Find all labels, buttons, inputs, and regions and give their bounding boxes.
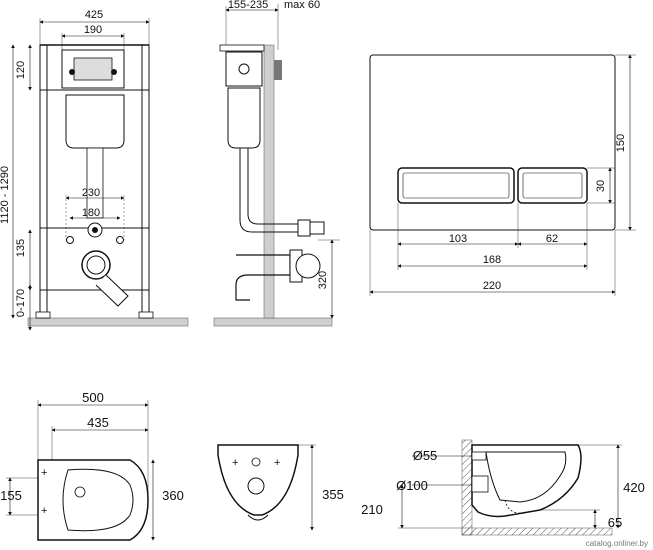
drain-pipe-side xyxy=(235,254,291,301)
dim-side-height: 420 xyxy=(623,480,645,495)
dim-max-depth: max 60 xyxy=(284,0,320,11)
dim-rim-offset: 65 xyxy=(608,515,622,530)
svg-text:+: + xyxy=(274,457,280,469)
floor-slab-side xyxy=(213,317,333,327)
dim-bolts-inner: 180 xyxy=(82,207,100,219)
toilet-outline-top xyxy=(37,459,149,541)
dim-button-left: 103 xyxy=(449,233,467,245)
watermark: catalog.onliner.by xyxy=(586,539,648,548)
dim-toilet-back-width: 360 xyxy=(162,488,184,503)
cistern-tank xyxy=(65,94,125,149)
flush-plate-view: 150 30 103 62 168 220 xyxy=(369,54,636,296)
dim-frame-width: 425 xyxy=(85,9,103,21)
svg-text:+: + xyxy=(41,467,47,479)
wall-section xyxy=(263,44,275,319)
dim-toilet-front-width: 155 xyxy=(0,488,22,503)
toilet-outline-rear xyxy=(217,444,299,516)
frame-post-right xyxy=(141,44,150,319)
flush-button-large xyxy=(397,167,515,204)
dim-button-height: 30 xyxy=(595,180,607,192)
dim-frame-height: 1120 - 1290 xyxy=(0,166,11,224)
frame-side-view: 155-235 max 60 320 xyxy=(213,0,340,327)
dim-bolts-outer: 230 xyxy=(82,187,100,199)
dim-buttons-width: 168 xyxy=(483,254,501,266)
dim-plate-width-total: 220 xyxy=(483,280,501,292)
toilet-top-view: + + 500 435 155 360 xyxy=(0,390,184,541)
frame-front-view: 425 190 120 1120 - 1290 230 180 135 0-17… xyxy=(0,9,189,331)
dim-bolt-height: 135 xyxy=(15,239,27,257)
dim-rear-height: 355 xyxy=(322,487,344,502)
dim-plate-width: 190 xyxy=(84,24,102,36)
dim-toilet-inner-length: 435 xyxy=(87,415,109,430)
dim-outlet-height-side: 210 xyxy=(361,502,383,517)
svg-text:+: + xyxy=(232,457,238,469)
dim-outlet-diameter: Ø100 xyxy=(396,478,428,493)
dim-feet-height: 0-170 xyxy=(15,289,27,317)
svg-text:+: + xyxy=(41,505,47,517)
mounting-bolt-left xyxy=(66,236,74,244)
dim-top-height: 120 xyxy=(15,61,27,79)
frame-post-left xyxy=(39,44,48,319)
dim-outlet-height: 320 xyxy=(317,271,329,289)
cistern-profile xyxy=(227,87,261,149)
dim-button-right: 62 xyxy=(546,233,558,245)
dim-plate-height: 150 xyxy=(615,134,627,152)
flush-button-small xyxy=(517,167,588,204)
mounting-bolt-right xyxy=(116,236,124,244)
toilet-rear-view: + + 355 xyxy=(217,444,344,531)
wall-section-side xyxy=(461,439,473,536)
dim-frame-depth: 155-235 xyxy=(228,0,268,11)
toilet-side-view: Ø55 Ø100 210 420 65 xyxy=(361,439,645,536)
floor-slab xyxy=(27,317,189,327)
dim-inlet-diameter: Ø55 xyxy=(413,448,438,463)
dim-toilet-length: 500 xyxy=(82,390,104,405)
